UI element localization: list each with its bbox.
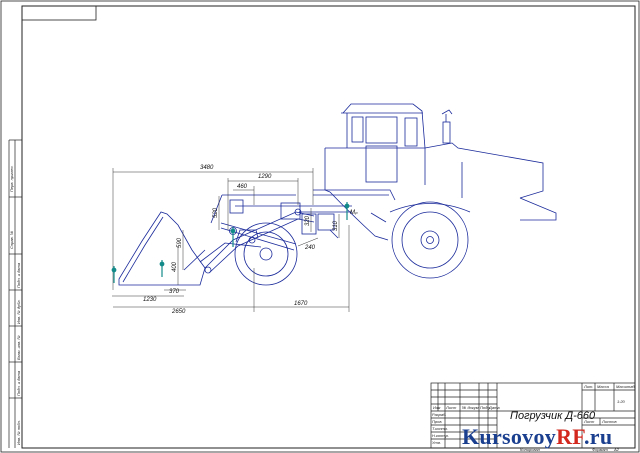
title-block-labels: Погрузчик Д-660 1:20 Изм Лист № докум. П… [432, 384, 635, 452]
drawing-title: Погрузчик Д-660 [510, 410, 596, 422]
tb-izm: Изм [433, 405, 441, 410]
force-markers [111, 202, 350, 283]
dim-370: 370 [169, 289, 180, 295]
loader-arm [118, 194, 317, 286]
dim-460: 460 [237, 184, 248, 190]
side-stamp [8, 139, 22, 448]
tb-n-kontr: Н.контр. [432, 433, 449, 438]
moment-label-right: Мₚ [350, 210, 358, 216]
stamp-sprav-no: Справ. № [9, 230, 14, 249]
dim-400: 400 [172, 261, 178, 272]
tractor-body [234, 103, 557, 286]
tb-format-value: А2 [613, 447, 620, 452]
stamp-vzam-inv: Взам. инв. № [16, 335, 21, 360]
tb-data: Дата [488, 405, 500, 410]
tb-lit: Лит. [583, 384, 593, 389]
tb-podp: Подп. [480, 405, 491, 410]
dim-310: 310 [333, 220, 339, 231]
tb-kopiroval: Копировал [520, 447, 541, 452]
dim-1290: 1290 [258, 174, 272, 180]
side-stamp-labels: Перв. примен. Справ. № Инв. № подл. Подп… [9, 165, 21, 445]
dim-1670: 1670 [294, 301, 308, 307]
dimension-labels: 3480 1290 460 520 590 400 1230 370 2650 … [143, 165, 358, 315]
tb-t-kontr: Т.контр. [432, 426, 448, 431]
tb-masshtab: Масштаб [616, 384, 635, 389]
tb-prov: Пров. [432, 419, 443, 424]
dim-320: 320 [305, 215, 311, 226]
tb-razrab: Разраб. [432, 412, 446, 417]
title-block [430, 382, 636, 449]
watermark-main: Kursovoy [462, 424, 557, 449]
stamp-perv-primen: Перв. примен. [9, 165, 14, 192]
dim-240: 240 [304, 245, 316, 251]
tb-list: Лист [445, 405, 457, 410]
stamp-inv-dubl: Инв. № дубл. [16, 299, 21, 324]
stamp-podp-data-2: Подп. и дата [16, 370, 21, 396]
tb-listov: Листов [601, 419, 617, 424]
site-watermark: KursovoyRF.ru [462, 424, 638, 450]
stamp-inv-podl: Инв. № подл. [16, 420, 21, 445]
dim-3480: 3480 [200, 165, 214, 171]
tb-utv: Утв. [432, 440, 441, 445]
dim-2650: 2650 [171, 309, 186, 315]
watermark-accent: RF [556, 424, 584, 449]
stamp-podp-data-1: Подп. и дата [16, 262, 21, 288]
tb-format: Формат [592, 447, 609, 452]
watermark-suffix: .ru [584, 424, 613, 449]
tb-massa: Масса [597, 384, 610, 389]
drawing-scale: 1:20 [617, 399, 626, 404]
dim-590: 590 [177, 237, 183, 248]
tb-doc-no: № докум. [462, 405, 480, 410]
tb-list-label: Лист [583, 419, 595, 424]
dim-1230: 1230 [143, 297, 157, 303]
dim-520: 520 [213, 207, 219, 218]
